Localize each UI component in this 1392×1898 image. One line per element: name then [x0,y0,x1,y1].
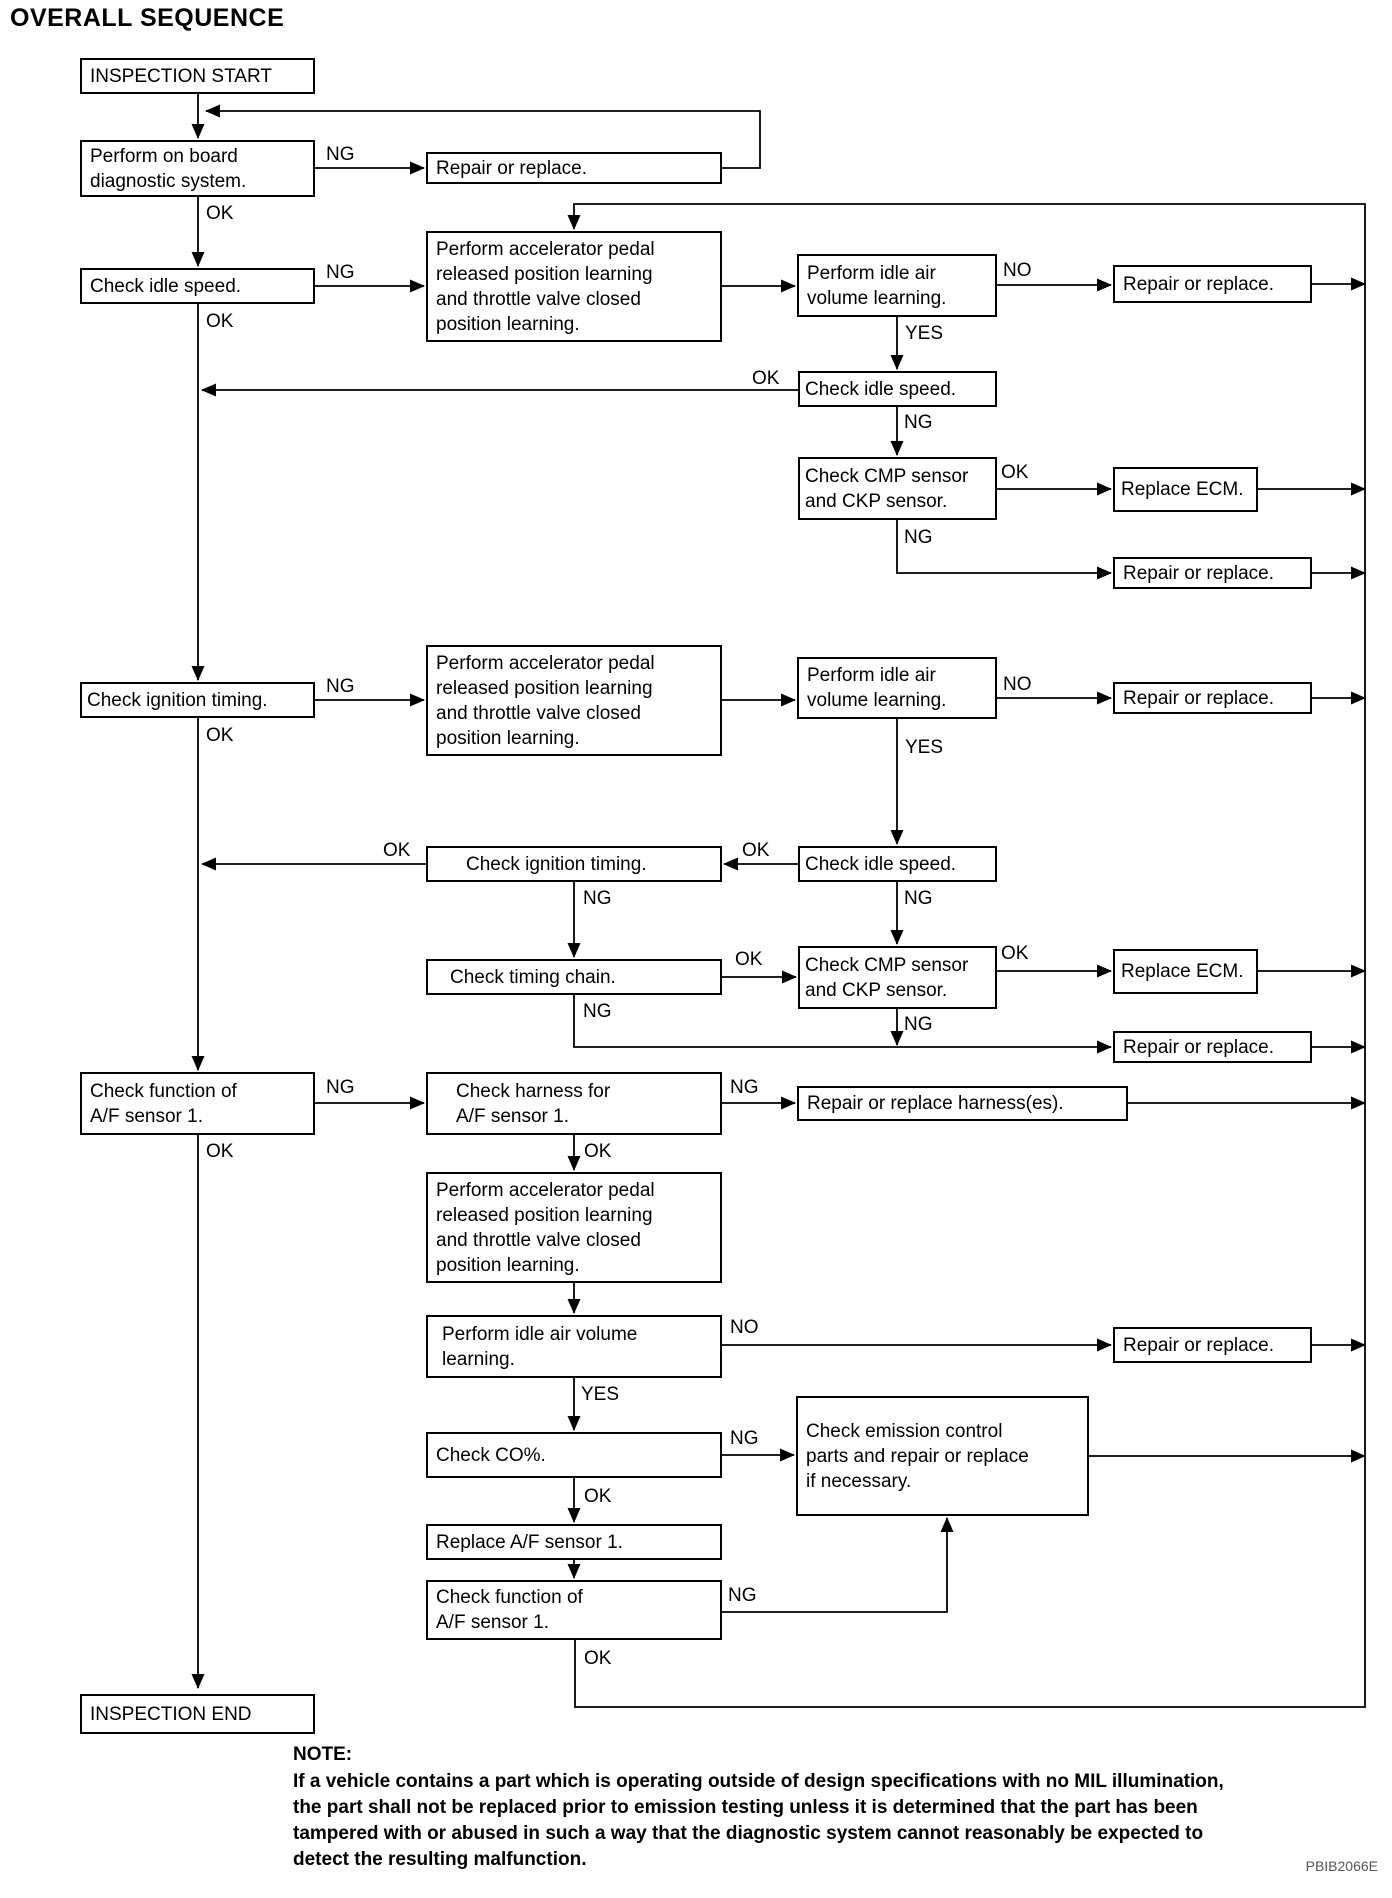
node-check-idle-speed-left: Check idle speed. [80,268,315,304]
edge-label-yes: YES [905,737,944,758]
node-cmp-ckp-1: Check CMP sensor and CKP sensor. [798,457,997,520]
edge-label-ok: OK [584,1141,612,1162]
node-check-ignition-2: Check ignition timing. [426,846,722,882]
edge-label-no: NO [730,1317,759,1338]
node-check-idle-speed-1: Check idle speed. [798,371,997,407]
node-repair-5: Repair or replace. [1113,1327,1312,1363]
note-block: NOTE: If a vehicle contains a part which… [293,1742,1353,1873]
node-repair-3: Repair or replace. [1113,682,1312,714]
edge-label-ok: OK [752,368,780,389]
edge-label-ng: NG [326,144,355,165]
node-inspection-end: INSPECTION END [80,1694,315,1734]
node-pedal-learning-3: Perform accelerator pedal released posit… [426,1172,722,1283]
node-check-af-function-left: Check function of A/F sensor 1. [80,1072,315,1135]
edge-label-ok: OK [584,1648,612,1669]
connector-group [191,94,1366,1708]
node-idle-air-learning-1: Perform idle air volume learning. [797,254,997,317]
edge-label-no: NO [1003,674,1032,695]
node-obd-check: Perform on board diagnostic system. [80,140,315,197]
edge-label-yes: YES [581,1384,620,1405]
node-repair-2: Repair or replace. [1113,557,1312,589]
edge-label-yes: YES [905,323,944,344]
node-replace-ecm-2: Replace ECM. [1113,949,1258,994]
node-check-emission-control: Check emission control parts and repair … [796,1396,1089,1516]
node-replace-af-sensor: Replace A/F sensor 1. [426,1524,722,1560]
edge-label-ok: OK [735,949,763,970]
node-idle-air-learning-2: Perform idle air volume learning. [797,657,997,719]
edge-label-ng: NG [904,888,933,909]
edge-label-ng: NG [730,1077,759,1098]
node-repair-4: Repair or replace. [1113,1031,1312,1063]
node-check-idle-speed-2: Check idle speed. [798,846,997,882]
note-heading: NOTE: [293,1744,353,1765]
edge-label-ng: NG [326,262,355,283]
edge-label-ok: OK [383,840,411,861]
node-repair-1: Repair or replace. [1113,265,1312,303]
edge-label-ng: NG [583,1001,612,1022]
node-cmp-ckp-2: Check CMP sensor and CKP sensor. [798,946,997,1009]
node-idle-air-learning-3: Perform idle air volume learning. [426,1315,722,1378]
node-pedal-learning-1: Perform accelerator pedal released posit… [426,231,722,342]
edge-label-ok: OK [1001,462,1029,483]
edge-label-ng: NG [904,527,933,548]
edge-label-no: NO [1003,260,1032,281]
node-repair-top: Repair or replace. [426,152,722,184]
page-title: OVERALL SEQUENCE [10,4,285,32]
node-check-af-harness: Check harness for A/F sensor 1. [426,1072,722,1135]
edge-label-ok: OK [206,1141,234,1162]
node-inspection-start: INSPECTION START [80,58,315,94]
edge-label-ng: NG [904,1014,933,1035]
edge-label-ng: NG [326,676,355,697]
node-pedal-learning-2: Perform accelerator pedal released posit… [426,645,722,756]
edge-label-ok: OK [206,725,234,746]
figure-code: PBIB2066E [1305,1858,1378,1874]
note-text: If a vehicle contains a part which is op… [293,1771,1224,1870]
node-check-timing-chain: Check timing chain. [426,959,722,995]
edge-label-ok: OK [206,203,234,224]
node-check-af-function-2: Check function of A/F sensor 1. [426,1580,722,1640]
edge-label-ok: OK [206,311,234,332]
edge-label-ng: NG [730,1428,759,1449]
edge-label-ok: OK [584,1486,612,1507]
edge-label-ng: NG [904,412,933,433]
edge-label-ok: OK [742,840,770,861]
node-repair-harness: Repair or replace harness(es). [797,1086,1128,1121]
edge-label-ng: NG [583,888,612,909]
node-replace-ecm-1: Replace ECM. [1113,467,1258,512]
node-check-co: Check CO%. [426,1432,722,1478]
node-check-ignition-left: Check ignition timing. [80,682,315,718]
edge-label-ok: OK [1001,943,1029,964]
edge-label-ng: NG [728,1585,757,1606]
edge-label-ng: NG [326,1077,355,1098]
